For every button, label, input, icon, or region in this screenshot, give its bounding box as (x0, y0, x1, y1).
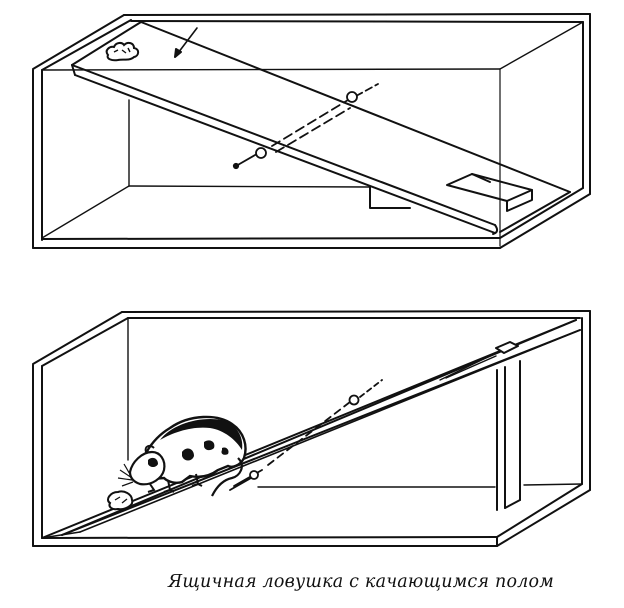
rat-icon (117, 415, 247, 497)
top-panel-box (32, 13, 591, 249)
figure-caption: Ящичная ловушка с качающимся полом (168, 572, 554, 592)
top-panel-axle (232, 83, 379, 170)
top-panel-board (71, 21, 571, 235)
bottom-panel-axle (229, 379, 383, 491)
bottom-panel-post (496, 360, 521, 511)
bait-top (105, 41, 140, 62)
bottom-panel-box (32, 310, 591, 547)
bait-bottom (107, 490, 134, 511)
